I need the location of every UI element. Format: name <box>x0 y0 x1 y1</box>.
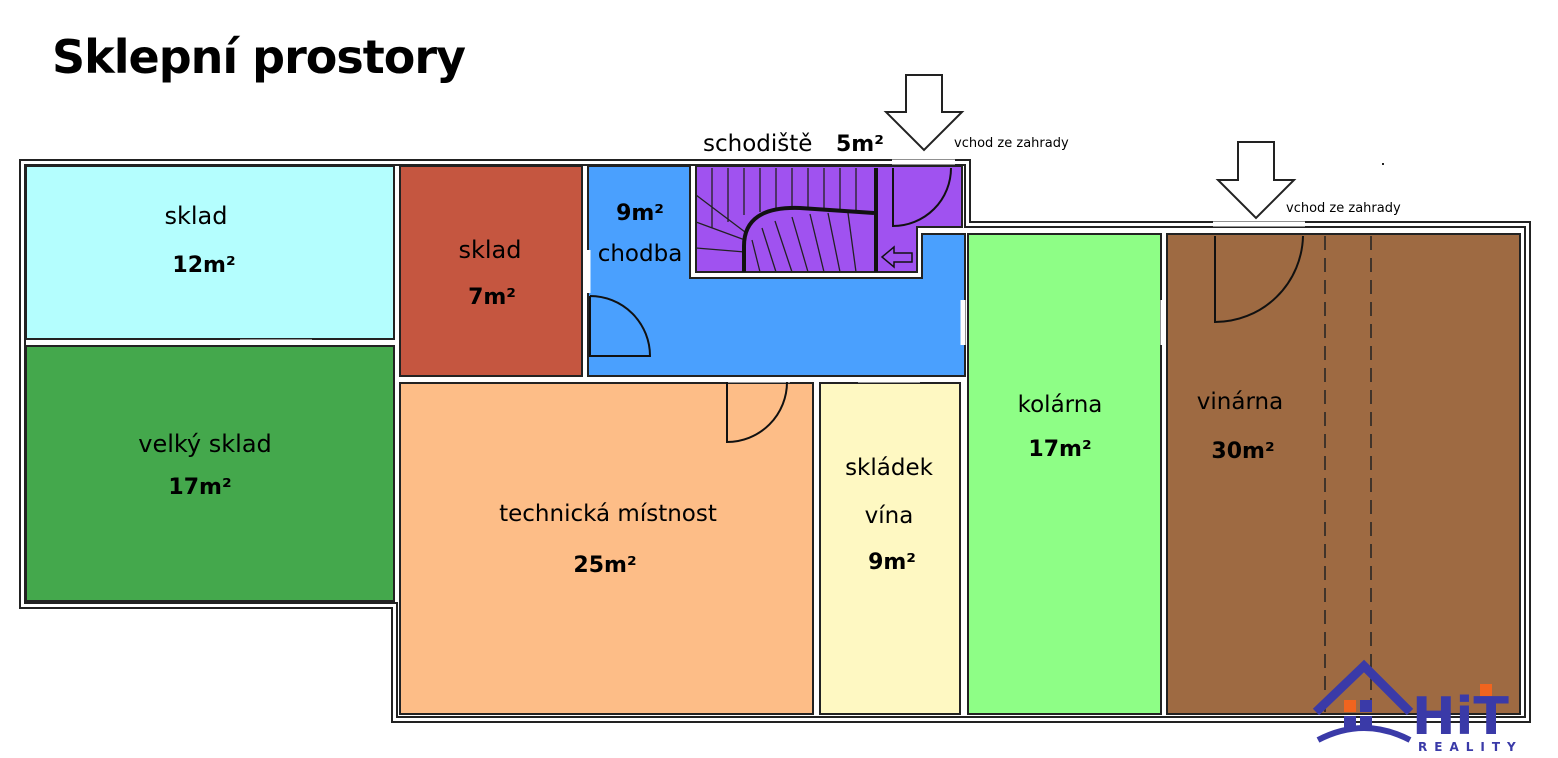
room-label-vinarna: vinárna <box>1197 389 1283 415</box>
entrance-arrow-icon <box>883 74 965 152</box>
room-area-sklad-12: 12m² <box>172 253 235 278</box>
room-area-technicka: 25m² <box>573 553 636 578</box>
room-area-skladek: 9m² <box>868 550 916 575</box>
room-area-vinarna: 30m² <box>1211 439 1274 464</box>
room-area-chodba: 9m² <box>616 201 664 226</box>
room-label-schodiste: schodiště <box>703 131 812 157</box>
stray-dot <box>1382 163 1384 165</box>
room-label-sklad-12: sklad <box>164 202 227 230</box>
room-technicka <box>399 382 814 715</box>
logo-window-icon <box>1344 700 1356 712</box>
door-swings <box>589 167 1304 444</box>
entrance-arrow-icon <box>1215 141 1297 220</box>
room-sklad-7 <box>399 165 583 377</box>
entrance-label: vchod ze zahrady <box>1286 201 1401 216</box>
room-vinarna <box>1166 233 1521 715</box>
page-title: Sklepní prostory <box>52 30 466 84</box>
room-sklad-12 <box>25 165 395 340</box>
room-area-schodiste: 5m² <box>836 132 884 157</box>
room-area-kolarna: 17m² <box>1028 437 1091 462</box>
room-label-vina: vína <box>865 503 914 529</box>
logo-roof-icon <box>1312 659 1414 716</box>
stair-handrail <box>742 205 875 272</box>
room-label-sklad-7: sklad <box>458 236 521 264</box>
room-velky-sklad <box>25 345 395 602</box>
staircase <box>695 168 857 273</box>
room-label-velky-sklad: velký sklad <box>138 430 272 458</box>
stair-arrow-icon <box>880 245 913 269</box>
logo-subtitle: REALITY <box>1418 740 1523 754</box>
room-label-chodba: chodba <box>598 241 683 267</box>
vinarna-dashed-lines <box>1324 236 1372 712</box>
room-chodba <box>587 165 966 377</box>
room-skladek-vina <box>819 382 961 715</box>
door-openings <box>240 159 1305 383</box>
room-area-velky-sklad: 17m² <box>168 475 231 500</box>
entrance-label: vchod ze zahrady <box>954 136 1069 151</box>
room-label-skladek: skládek <box>845 455 934 481</box>
room-area-sklad-7: 7m² <box>468 285 516 310</box>
outer-walls <box>19 159 1531 723</box>
hit-reality-logo: HiT REALITY <box>1312 659 1523 754</box>
room-label-kolarna: kolárna <box>1018 392 1103 418</box>
room-label-technicka: technická místnost <box>499 501 717 527</box>
logo-brand: HiT <box>1412 687 1509 747</box>
logo-dot-icon <box>1480 684 1492 696</box>
room-kolarna <box>967 233 1162 715</box>
